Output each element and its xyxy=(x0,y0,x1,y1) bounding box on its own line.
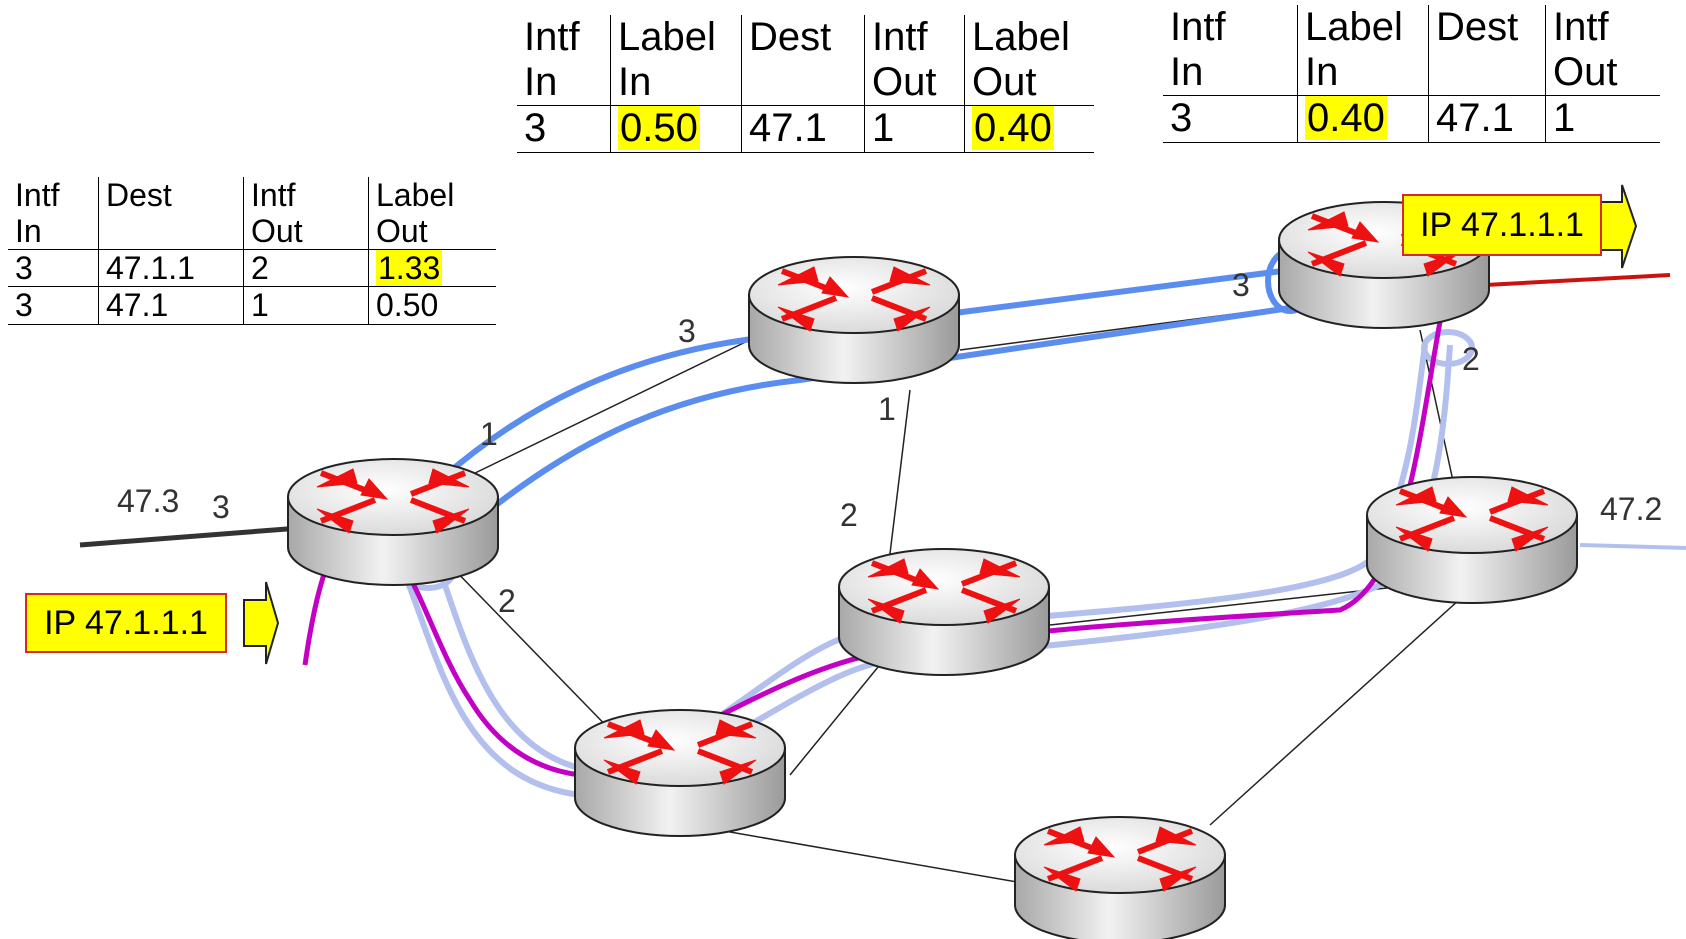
router-center[interactable] xyxy=(839,549,1049,675)
ingress-link xyxy=(79,525,301,548)
table-cell: 1 xyxy=(243,286,369,325)
router-bottom[interactable] xyxy=(1015,817,1225,939)
table-cell: 47.1 xyxy=(98,286,244,325)
network-label-right: 47.2 xyxy=(1600,491,1662,527)
port-label: 1 xyxy=(878,391,896,427)
table-cell: 0.50 xyxy=(610,105,742,153)
table-cell: 47.1.1 xyxy=(98,249,244,288)
table-row: 3 0.40 47.1 1 xyxy=(1163,95,1660,143)
router-right[interactable] xyxy=(1367,477,1577,603)
packet-label-egress: IP 47.1.1.1 xyxy=(1402,194,1602,256)
network-label-left: 47.3 xyxy=(117,483,179,519)
port-label: 3 xyxy=(212,489,230,525)
port-label: 2 xyxy=(840,497,858,533)
port-label: 1 xyxy=(480,416,498,452)
port-label: 3 xyxy=(678,313,696,349)
table-cell: 1 xyxy=(864,105,965,153)
port-label: 2 xyxy=(1462,341,1480,377)
highlighted-label: 1.33 xyxy=(376,250,443,287)
header-cell: Dest xyxy=(741,15,865,107)
router-ingress[interactable] xyxy=(288,459,498,585)
right-network-link xyxy=(1579,543,1686,550)
table-cell: 0.40 xyxy=(1297,95,1429,143)
table-cell: 3 xyxy=(8,249,99,288)
highlighted-label: 0.40 xyxy=(1305,96,1387,141)
egress-link xyxy=(1484,273,1671,287)
table-cell: 3 xyxy=(1163,95,1298,143)
highlighted-label: 0.40 xyxy=(972,106,1054,151)
port-label: 3 xyxy=(1232,267,1250,303)
packet-arrow-right-icon xyxy=(1599,184,1638,269)
table-cell: 47.1 xyxy=(741,105,865,153)
table-cell: 3 xyxy=(8,286,99,325)
router-lower-left[interactable] xyxy=(575,710,785,836)
packet-label-ingress: IP 47.1.1.1 xyxy=(25,593,227,653)
header-cell: Dest xyxy=(1428,5,1546,97)
table-cell: 2 xyxy=(243,249,369,288)
table-row: 3 0.50 47.1 1 0.40 xyxy=(517,105,1094,153)
header-cell: Dest xyxy=(98,177,244,251)
table-cell: 47.1 xyxy=(1428,95,1546,143)
router-top[interactable] xyxy=(749,257,959,383)
table-row: 3 47.1 1 0.50 xyxy=(8,286,496,325)
table-row: 3 47.1.1 2 1.33 xyxy=(8,249,496,288)
table-cell: 0.40 xyxy=(964,105,1094,153)
packet-arrow-left-icon xyxy=(243,581,280,665)
port-label: 2 xyxy=(498,583,516,619)
table-cell: 0.50 xyxy=(368,286,496,325)
table-cell: 3 xyxy=(517,105,611,153)
table-cell: 1.33 xyxy=(368,249,496,288)
highlighted-label: 0.50 xyxy=(618,106,700,151)
table-cell: 1 xyxy=(1545,95,1660,143)
